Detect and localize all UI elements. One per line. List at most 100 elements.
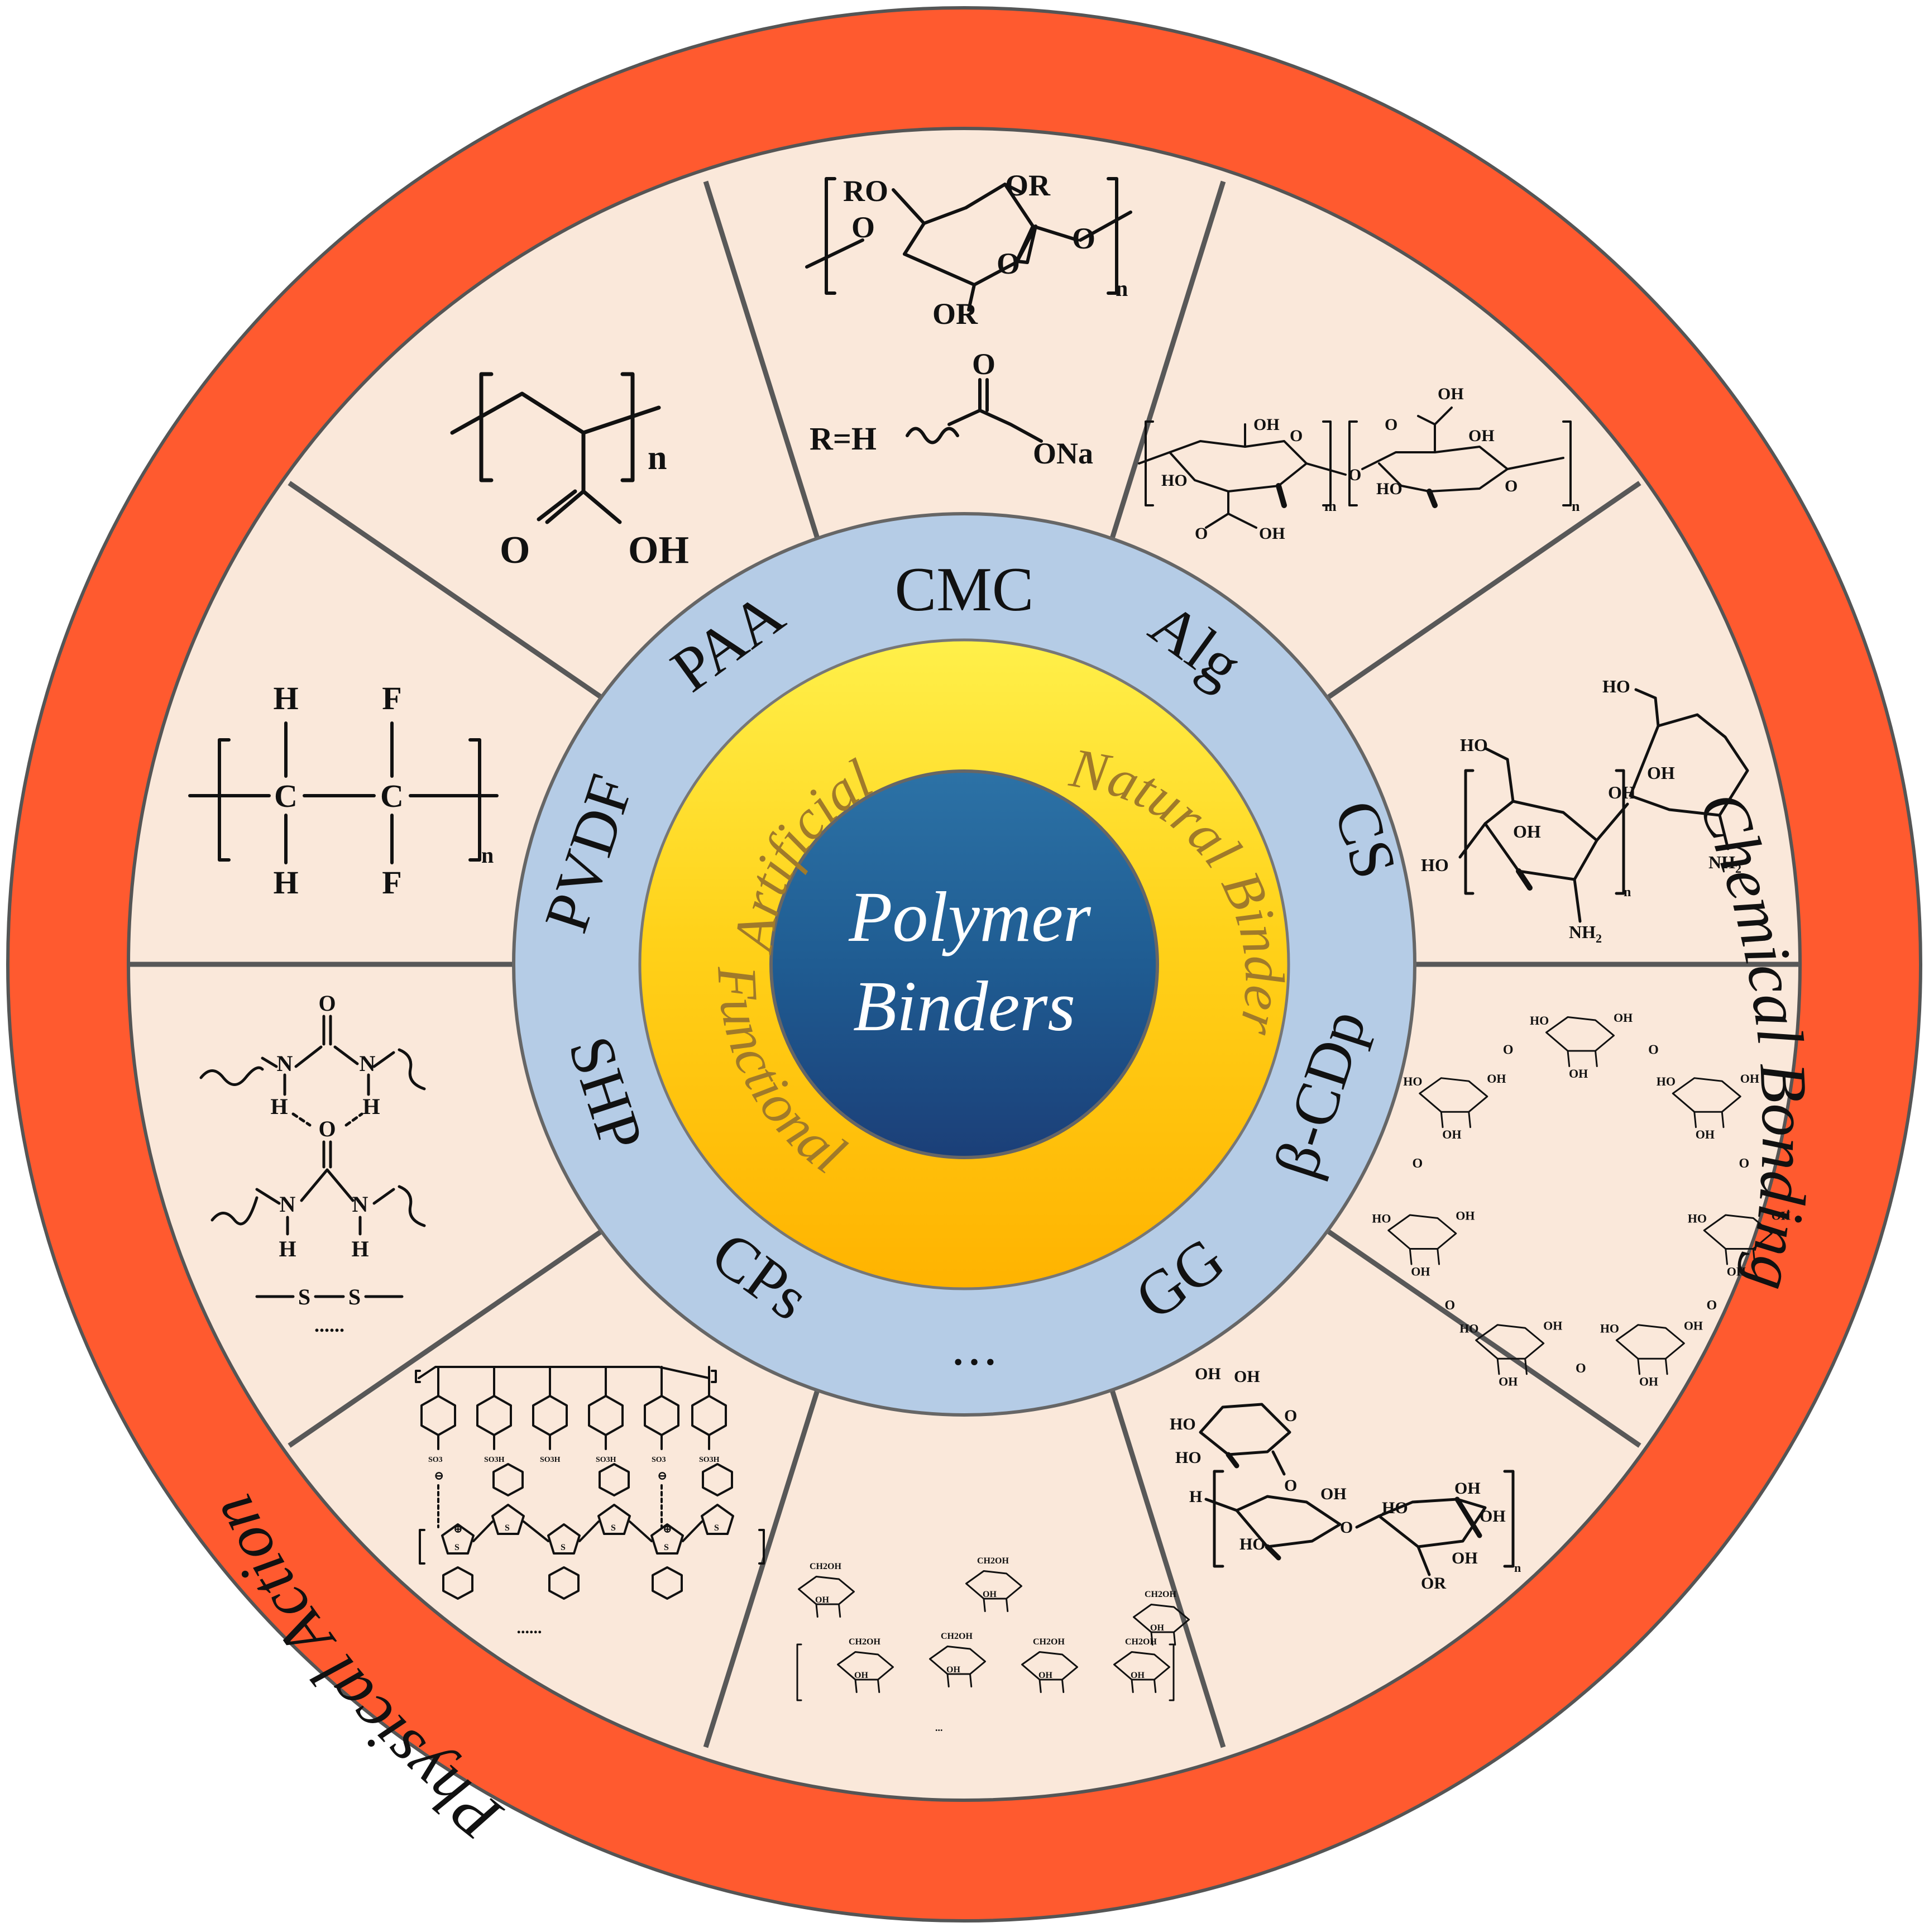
svg-text:HO: HO (1382, 1499, 1408, 1517)
dioxane-ring (599, 1463, 630, 1496)
atom-label: HO (1403, 1074, 1422, 1088)
atom-label: O (1739, 1156, 1749, 1171)
atom-label: OH (1740, 1072, 1759, 1085)
svg-text:O: O (1284, 1407, 1297, 1425)
atom-label: CH2OH (810, 1562, 841, 1571)
center-title-line2: Binders (853, 967, 1075, 1046)
svg-text:O: O (1072, 222, 1095, 255)
atom-label: O (1707, 1298, 1717, 1313)
svg-text:HO: HO (1161, 471, 1188, 490)
svg-text:HO: HO (1376, 480, 1403, 498)
svg-text:OH: OH (1438, 385, 1464, 403)
dioxane-ring (492, 1463, 524, 1496)
atom-label: S (505, 1523, 510, 1533)
atom-label: CH2OH (849, 1637, 880, 1647)
atom-label: O (1503, 1043, 1514, 1058)
svg-text:F: F (382, 680, 401, 716)
svg-text:O: O (318, 1116, 336, 1141)
atom-label: OH (1727, 1265, 1746, 1279)
atom-label: OH (946, 1665, 960, 1675)
svg-text:HO: HO (1460, 735, 1488, 755)
svg-text:OH: OH (1480, 1507, 1506, 1525)
svg-text:O: O (1505, 477, 1518, 495)
alg-structure: OH O HO O OH m O OH O OH HO O n (1138, 385, 1580, 543)
atom-label: HO (1459, 1321, 1478, 1335)
svg-text:OH: OH (1513, 821, 1541, 841)
cs-structure: HO OH HO NH2 n OH HO OH NH2 (1421, 676, 1749, 945)
svg-text:OH: OH (1647, 763, 1675, 783)
atom-label: OH (1131, 1671, 1145, 1680)
atom-label: HO (1530, 1013, 1549, 1027)
svg-text:H: H (270, 1094, 288, 1119)
thiophene-ring (547, 1523, 581, 1555)
atom-label: OH (1411, 1265, 1430, 1279)
svg-text:C: C (274, 778, 298, 814)
atom-label: CH2OH (977, 1556, 1009, 1566)
atom-label: ⊖ (434, 1469, 444, 1483)
svg-text:O: O (972, 347, 995, 381)
atom-label: ⊕ (453, 1523, 463, 1536)
svg-text:O: O (1385, 415, 1397, 434)
svg-text:OH: OH (1234, 1367, 1260, 1386)
svg-text:n: n (1624, 885, 1631, 900)
svg-text:OR: OR (1421, 1574, 1446, 1593)
svg-text:OH: OH (1253, 415, 1280, 434)
shp-structure: O N N H H O N N H H S S ...... (199, 991, 426, 1336)
svg-text:R=H: R=H (810, 420, 877, 457)
svg-text:N: N (352, 1192, 368, 1217)
atom-label: CH2OH (1125, 1637, 1157, 1647)
atom-label: HO (1688, 1212, 1707, 1226)
svg-text:......: ...... (517, 1619, 542, 1637)
svg-text:OR: OR (1005, 169, 1051, 202)
atom-label: OH (1499, 1374, 1518, 1388)
atom-label: OH (1696, 1127, 1715, 1141)
svg-text:......: ...... (314, 1314, 344, 1336)
atom-label: OH (1569, 1067, 1588, 1080)
atom-label: OH (1614, 1011, 1633, 1025)
dioxane-ring (652, 1566, 683, 1600)
atom-label: ⊕ (663, 1523, 672, 1536)
paa-structure: n O OH (450, 372, 689, 572)
thiophene-ring (701, 1504, 734, 1535)
atom-label: CH2OH (941, 1632, 973, 1641)
svg-text:n: n (1116, 276, 1128, 301)
atom-label: OH (854, 1671, 868, 1680)
atom-label: OH (1772, 1209, 1791, 1223)
center-title-line1: Polymer (848, 877, 1092, 957)
atom-label: SO3H (484, 1456, 505, 1464)
atom-label: S (664, 1543, 669, 1552)
thiophene-ring (650, 1523, 684, 1555)
svg-text:OH: OH (1320, 1485, 1347, 1503)
svg-text:OH: OH (1195, 1365, 1221, 1383)
svg-text:OH: OH (1468, 427, 1495, 445)
dioxane-ring (442, 1566, 473, 1600)
svg-text:OH: OH (1452, 1549, 1478, 1567)
atom-label: OH (1150, 1623, 1164, 1633)
atom-label: CH2OH (1145, 1590, 1176, 1599)
atom-label: SO3H (540, 1456, 561, 1464)
atom-label: OH (983, 1590, 997, 1599)
atom-label: S (714, 1523, 719, 1533)
svg-text:RO: RO (843, 174, 888, 208)
atom-label: S (454, 1543, 459, 1552)
atom-label: S (561, 1543, 566, 1552)
atom-label: OH (1543, 1318, 1562, 1332)
thiophene-ring (597, 1504, 631, 1535)
atom-label: S (611, 1523, 616, 1533)
svg-text:HO: HO (1170, 1415, 1196, 1433)
svg-text:O: O (1340, 1518, 1353, 1537)
thiophene-ring (491, 1504, 525, 1535)
atom-label: OH (1684, 1318, 1703, 1332)
atom-label: OH (1038, 1671, 1052, 1680)
svg-text:HO: HO (1175, 1448, 1202, 1467)
atom-label: SO3 (652, 1456, 666, 1464)
binder-label-cmc: CMC (895, 555, 1034, 624)
atom-label: ... (935, 1722, 943, 1733)
sector-dividers (130, 180, 1799, 1748)
svg-text:ONa: ONa (1033, 437, 1093, 470)
atom-label: HO (1600, 1321, 1619, 1335)
atom-label: SO3H (596, 1456, 616, 1464)
atom-label: OH (1487, 1072, 1506, 1085)
